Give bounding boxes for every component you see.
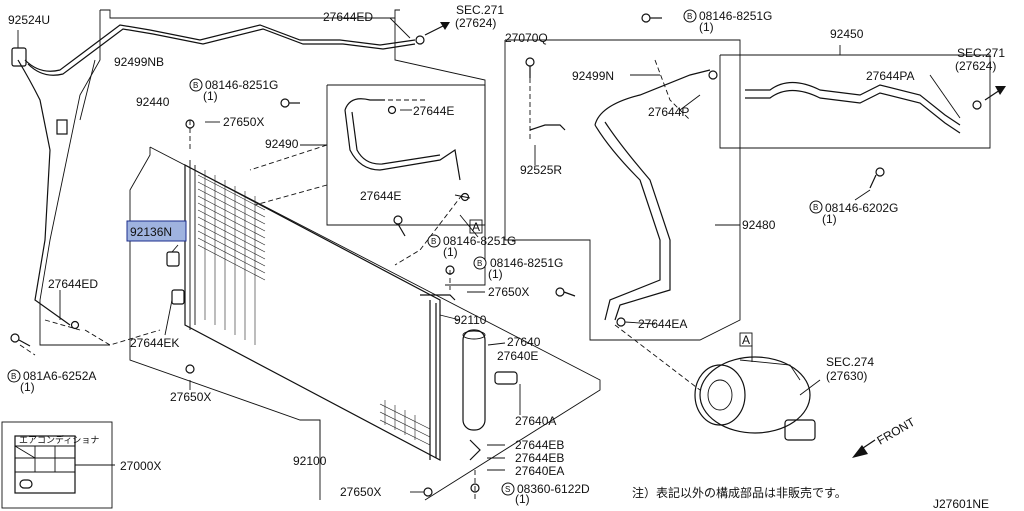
part-label-92136n[interactable]: 92136N [130, 225, 172, 239]
ref-marker-a-label: A [472, 220, 480, 234]
part-label-27640ea[interactable]: 27640EA [515, 464, 564, 478]
sec274[interactable]: SEC.274 [826, 355, 874, 369]
bolt-icon [641, 13, 662, 23]
part-label-27644p[interactable]: 27644P [648, 105, 689, 119]
sec271-top-code: (27624) [455, 16, 496, 30]
part-label-27644eb-a[interactable]: 27644EB [515, 438, 564, 452]
part-label-08146-8251g-d[interactable]: 08146-8251G [699, 9, 772, 23]
part-label-08146-8251g-b[interactable]: 08146-8251G [443, 234, 516, 248]
ref-marker-a-label: A [742, 333, 750, 347]
part-label-27650x-b[interactable]: 27650X [488, 285, 529, 299]
condenser-fins [197, 170, 431, 446]
part-label-27070q[interactable]: 27070Q [505, 31, 548, 45]
part-label-27644e-b[interactable]: 27644E [360, 189, 401, 203]
bolt-mark: B [193, 81, 198, 90]
bolt-icon [555, 287, 576, 297]
part-label-27644ea[interactable]: 27644EA [638, 317, 687, 331]
arrow-icon [984, 86, 1006, 101]
part-label-08360-6122d-qty: (1) [515, 492, 530, 506]
part-label-27644pa[interactable]: 27644PA [866, 69, 915, 83]
part-labels: 92524U 27644ED SEC.271 (27624) 92499NB 9… [7, 3, 1005, 511]
part-label-08146-8251g-a[interactable]: 08146-8251G [205, 78, 278, 92]
part-label-92490[interactable]: 92490 [265, 137, 299, 151]
part-label-081a6-6252a-qty: (1) [20, 380, 35, 394]
part-label-27644eb-b[interactable]: 27644EB [515, 451, 564, 465]
ref-marker-a-right: A [739, 332, 753, 347]
label-plate-title: エアコンディショナ [19, 434, 99, 445]
diagram-id: J27601NE [933, 497, 989, 511]
front-arrow-icon [852, 439, 876, 458]
part-label-92450[interactable]: 92450 [830, 27, 864, 41]
part-label-27644e-a[interactable]: 27644E [413, 104, 454, 118]
label-plate: エアコンディショナ [14, 434, 115, 494]
part-label-08146-8251g-c-qty: (1) [488, 267, 503, 281]
part-label-081a6-6252a[interactable]: 081A6-6252A [23, 369, 96, 383]
ref-marker-a-top: A [469, 219, 483, 234]
part-label-92100[interactable]: 92100 [293, 454, 327, 468]
part-label-08146-8251g-a-qty: (1) [203, 89, 218, 103]
sec271-top[interactable]: SEC.271 [456, 3, 504, 17]
part-label-92440[interactable]: 92440 [136, 95, 170, 109]
bolt-icon [393, 215, 406, 237]
dashed-leaders [19, 59, 701, 500]
group-outlines [1, 9, 991, 509]
arrows [424, 22, 1006, 458]
part-label-27640e[interactable]: 27640E [497, 349, 538, 363]
bolt-icon [280, 98, 300, 108]
highlight-92136n[interactable] [126, 220, 187, 242]
part-label-27644ed-top[interactable]: 27644ED [323, 10, 373, 24]
sec271-right[interactable]: SEC.271 [957, 46, 1005, 60]
part-label-27000x[interactable]: 27000X [120, 459, 161, 473]
part-label-27650x-a[interactable]: 27650X [223, 115, 264, 129]
bolt-mark: B [813, 203, 818, 212]
part-label-27644ed-left[interactable]: 27644ED [48, 277, 98, 291]
part-label-92110[interactable]: 92110 [454, 313, 487, 327]
part-label-92499nb[interactable]: 92499NB [114, 55, 164, 69]
receiver-drier [462, 329, 518, 461]
bolt-icon [525, 57, 535, 78]
screw-mark: S [505, 485, 510, 494]
part-label-92480[interactable]: 92480 [742, 218, 776, 232]
part-label-27640[interactable]: 27640 [507, 335, 541, 349]
part-label-08360-6122d[interactable]: 08360-6122D [517, 482, 590, 496]
part-label-08146-8251g-b-qty: (1) [443, 245, 458, 259]
bolt-mark: B [687, 12, 692, 21]
part-label-92499n[interactable]: 92499N [572, 69, 614, 83]
arrow-icon [424, 22, 450, 36]
bolt-mark: B [11, 372, 16, 381]
bolt-mark: B [477, 259, 482, 268]
part-label-92524u[interactable]: 92524U [8, 13, 50, 27]
leader-lines [17, 17, 961, 493]
pipes [17, 24, 961, 326]
part-label-27650x-d[interactable]: 27650X [340, 485, 381, 499]
part-label-27644ek[interactable]: 27644EK [130, 336, 179, 350]
bolt-icon [869, 167, 885, 189]
part-label-27640a[interactable]: 27640A [515, 414, 556, 428]
fasteners [10, 13, 982, 497]
compressor [694, 356, 816, 441]
part-label-92525r[interactable]: 92525R [520, 163, 562, 177]
sec271-right-code: (27624) [955, 59, 996, 73]
part-label-08146-8251g-c[interactable]: 08146-8251G [490, 256, 563, 270]
condenser [184, 160, 456, 461]
bolt-icon [10, 333, 31, 347]
part-label-27650x-c[interactable]: 27650X [170, 390, 211, 404]
sec274-code: (27630) [826, 369, 867, 383]
bolt-mark: B [431, 237, 436, 246]
front-label: FRONT [875, 414, 918, 447]
part-label-08146-6202g[interactable]: 08146-6202G [825, 201, 898, 215]
footnote: 注）表記以外の構成部品は非販売です。 [632, 485, 847, 500]
part-label-08146-6202g-qty: (1) [822, 212, 837, 226]
part-label-08146-8251g-d-qty: (1) [699, 20, 714, 34]
